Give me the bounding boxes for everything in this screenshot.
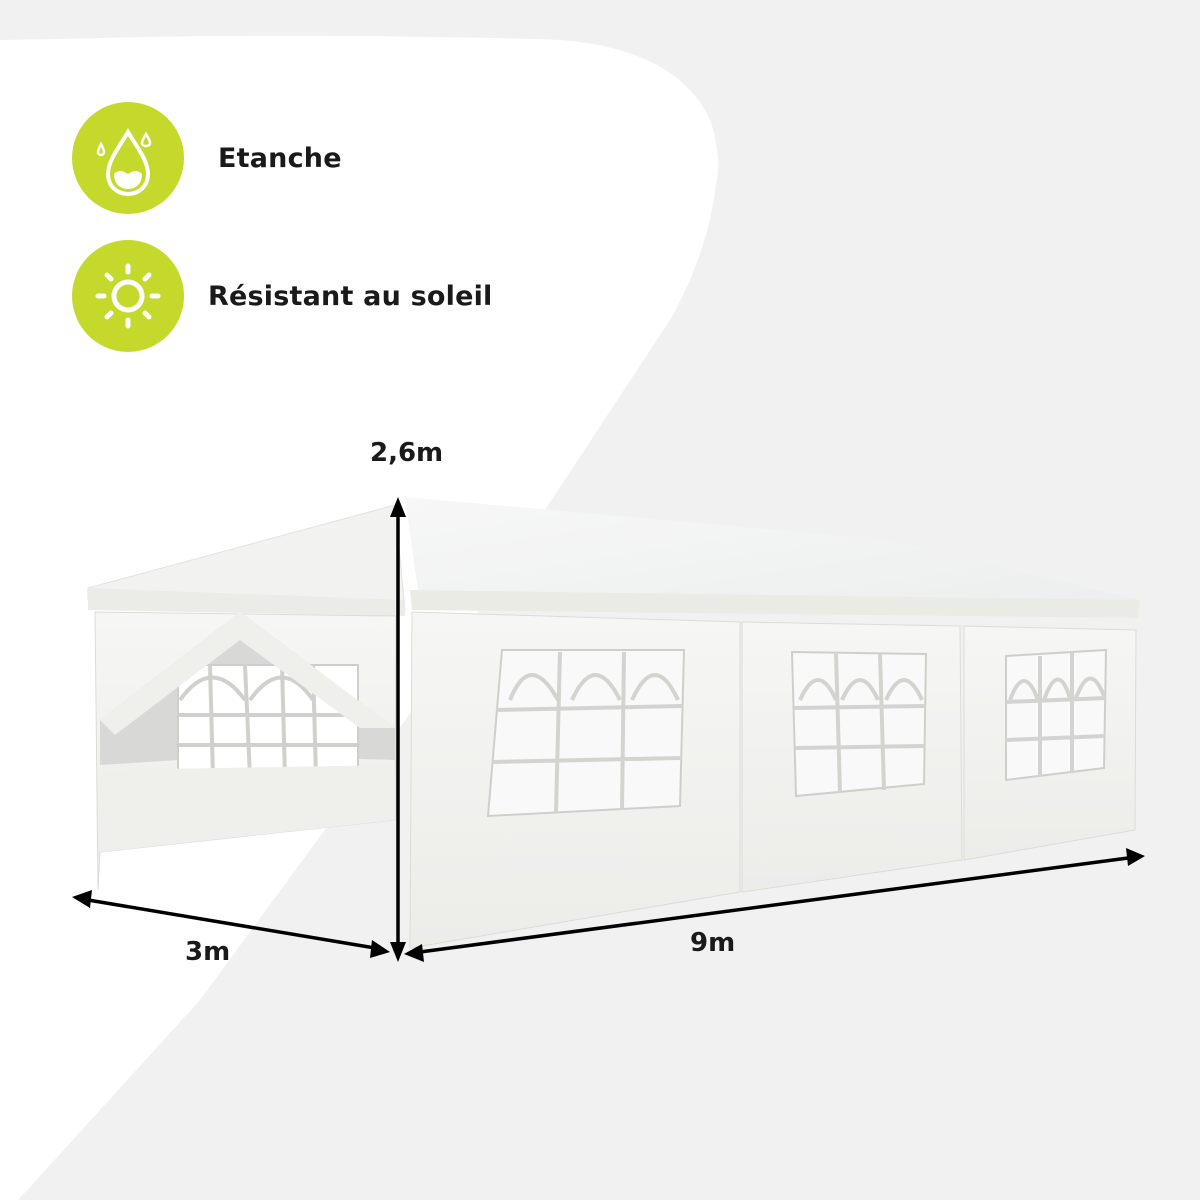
water-drop-badge [72,102,184,214]
end-window [100,612,395,778]
width-label: 3m [185,937,231,967]
water-drop-icon [96,127,152,197]
feature-label-sun-resistant: Résistant au soleil [208,280,493,312]
height-label: 2,6m [370,438,444,468]
width-arrow [87,898,376,950]
sun-icon [95,263,161,329]
length-label: 9m [690,928,736,958]
dimension-arrows [72,497,1145,962]
side-window-3 [1005,648,1108,782]
tent-long-side [409,611,1137,949]
side-window-2 [790,650,928,798]
feature-waterproof: Etanche [72,102,342,214]
feature-label-waterproof: Etanche [218,142,342,174]
feature-sun-resistant: Résistant au soleil [72,240,493,352]
tent-end-roof [87,504,406,616]
tent-roof [405,497,1140,618]
side-window-1 [486,649,686,818]
sun-badge [72,240,184,352]
length-arrow [419,856,1129,954]
tent-end-wall [94,611,397,891]
